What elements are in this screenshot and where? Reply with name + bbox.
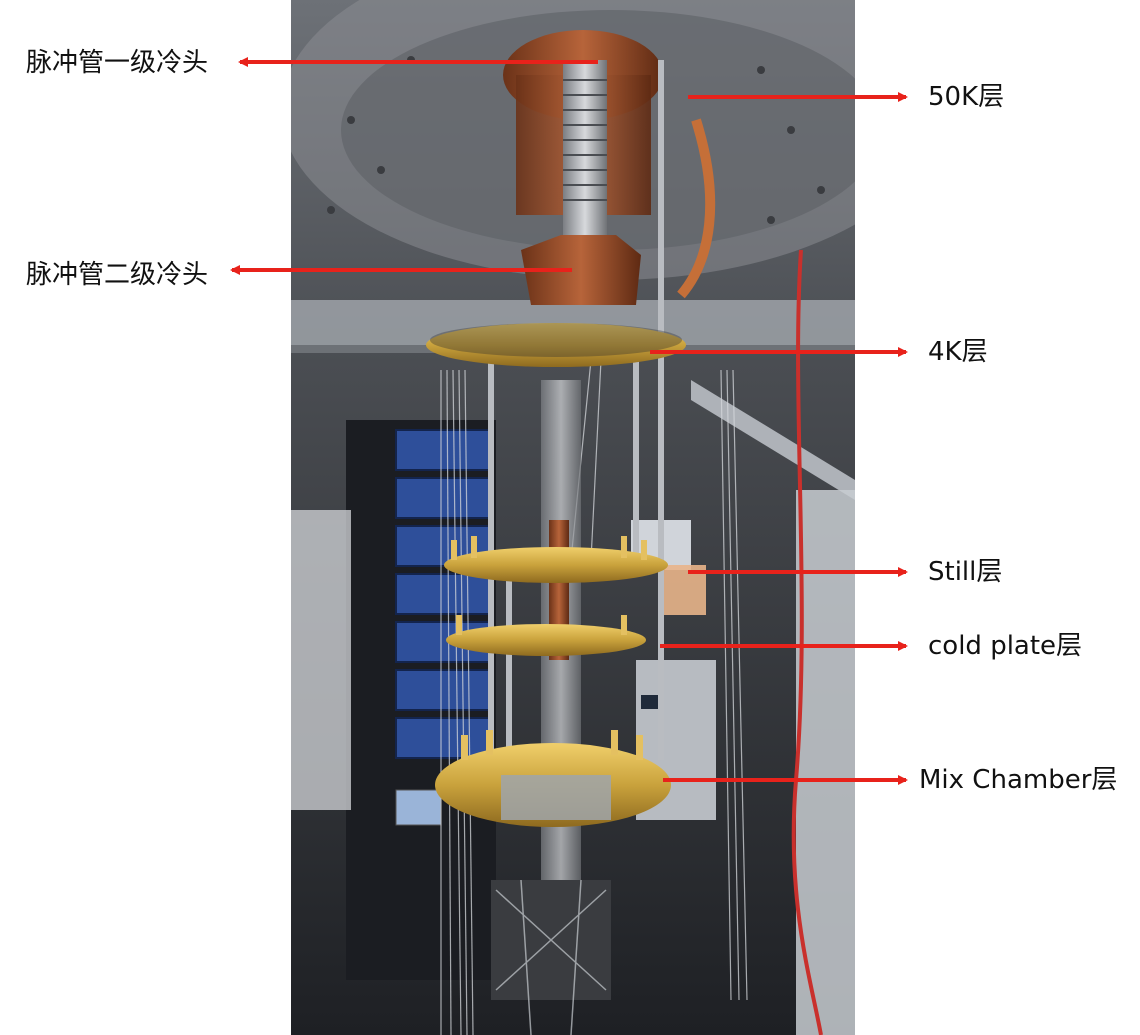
label-layer-still: Still层	[928, 557, 1003, 587]
label-layer-50k: 50K层	[928, 82, 1005, 112]
label-layer-4k: 4K层	[928, 337, 988, 367]
dilution-refrigerator-photo	[291, 0, 855, 1035]
copper-braid	[677, 118, 716, 299]
plate-still	[444, 547, 668, 583]
support-rods	[488, 60, 664, 760]
diagonal-strut	[691, 380, 855, 500]
label-pulse-tube-stage2: 脉冲管二级冷头	[26, 260, 209, 290]
plate-cold	[446, 624, 646, 656]
electronics-rack	[346, 420, 496, 980]
plate-connectors	[451, 536, 647, 760]
rack-display	[395, 789, 442, 826]
label-layer-mix-chamber: Mix Chamber层	[919, 765, 1118, 795]
pulse-tube-stage2	[521, 235, 641, 305]
pulse-tube-bellows	[563, 60, 607, 240]
plate-4k	[426, 323, 686, 367]
red-cable	[791, 249, 823, 1035]
label-layer-cold-plate: cold plate层	[928, 631, 1083, 661]
label-pulse-tube-stage1: 脉冲管一级冷头	[26, 48, 209, 78]
